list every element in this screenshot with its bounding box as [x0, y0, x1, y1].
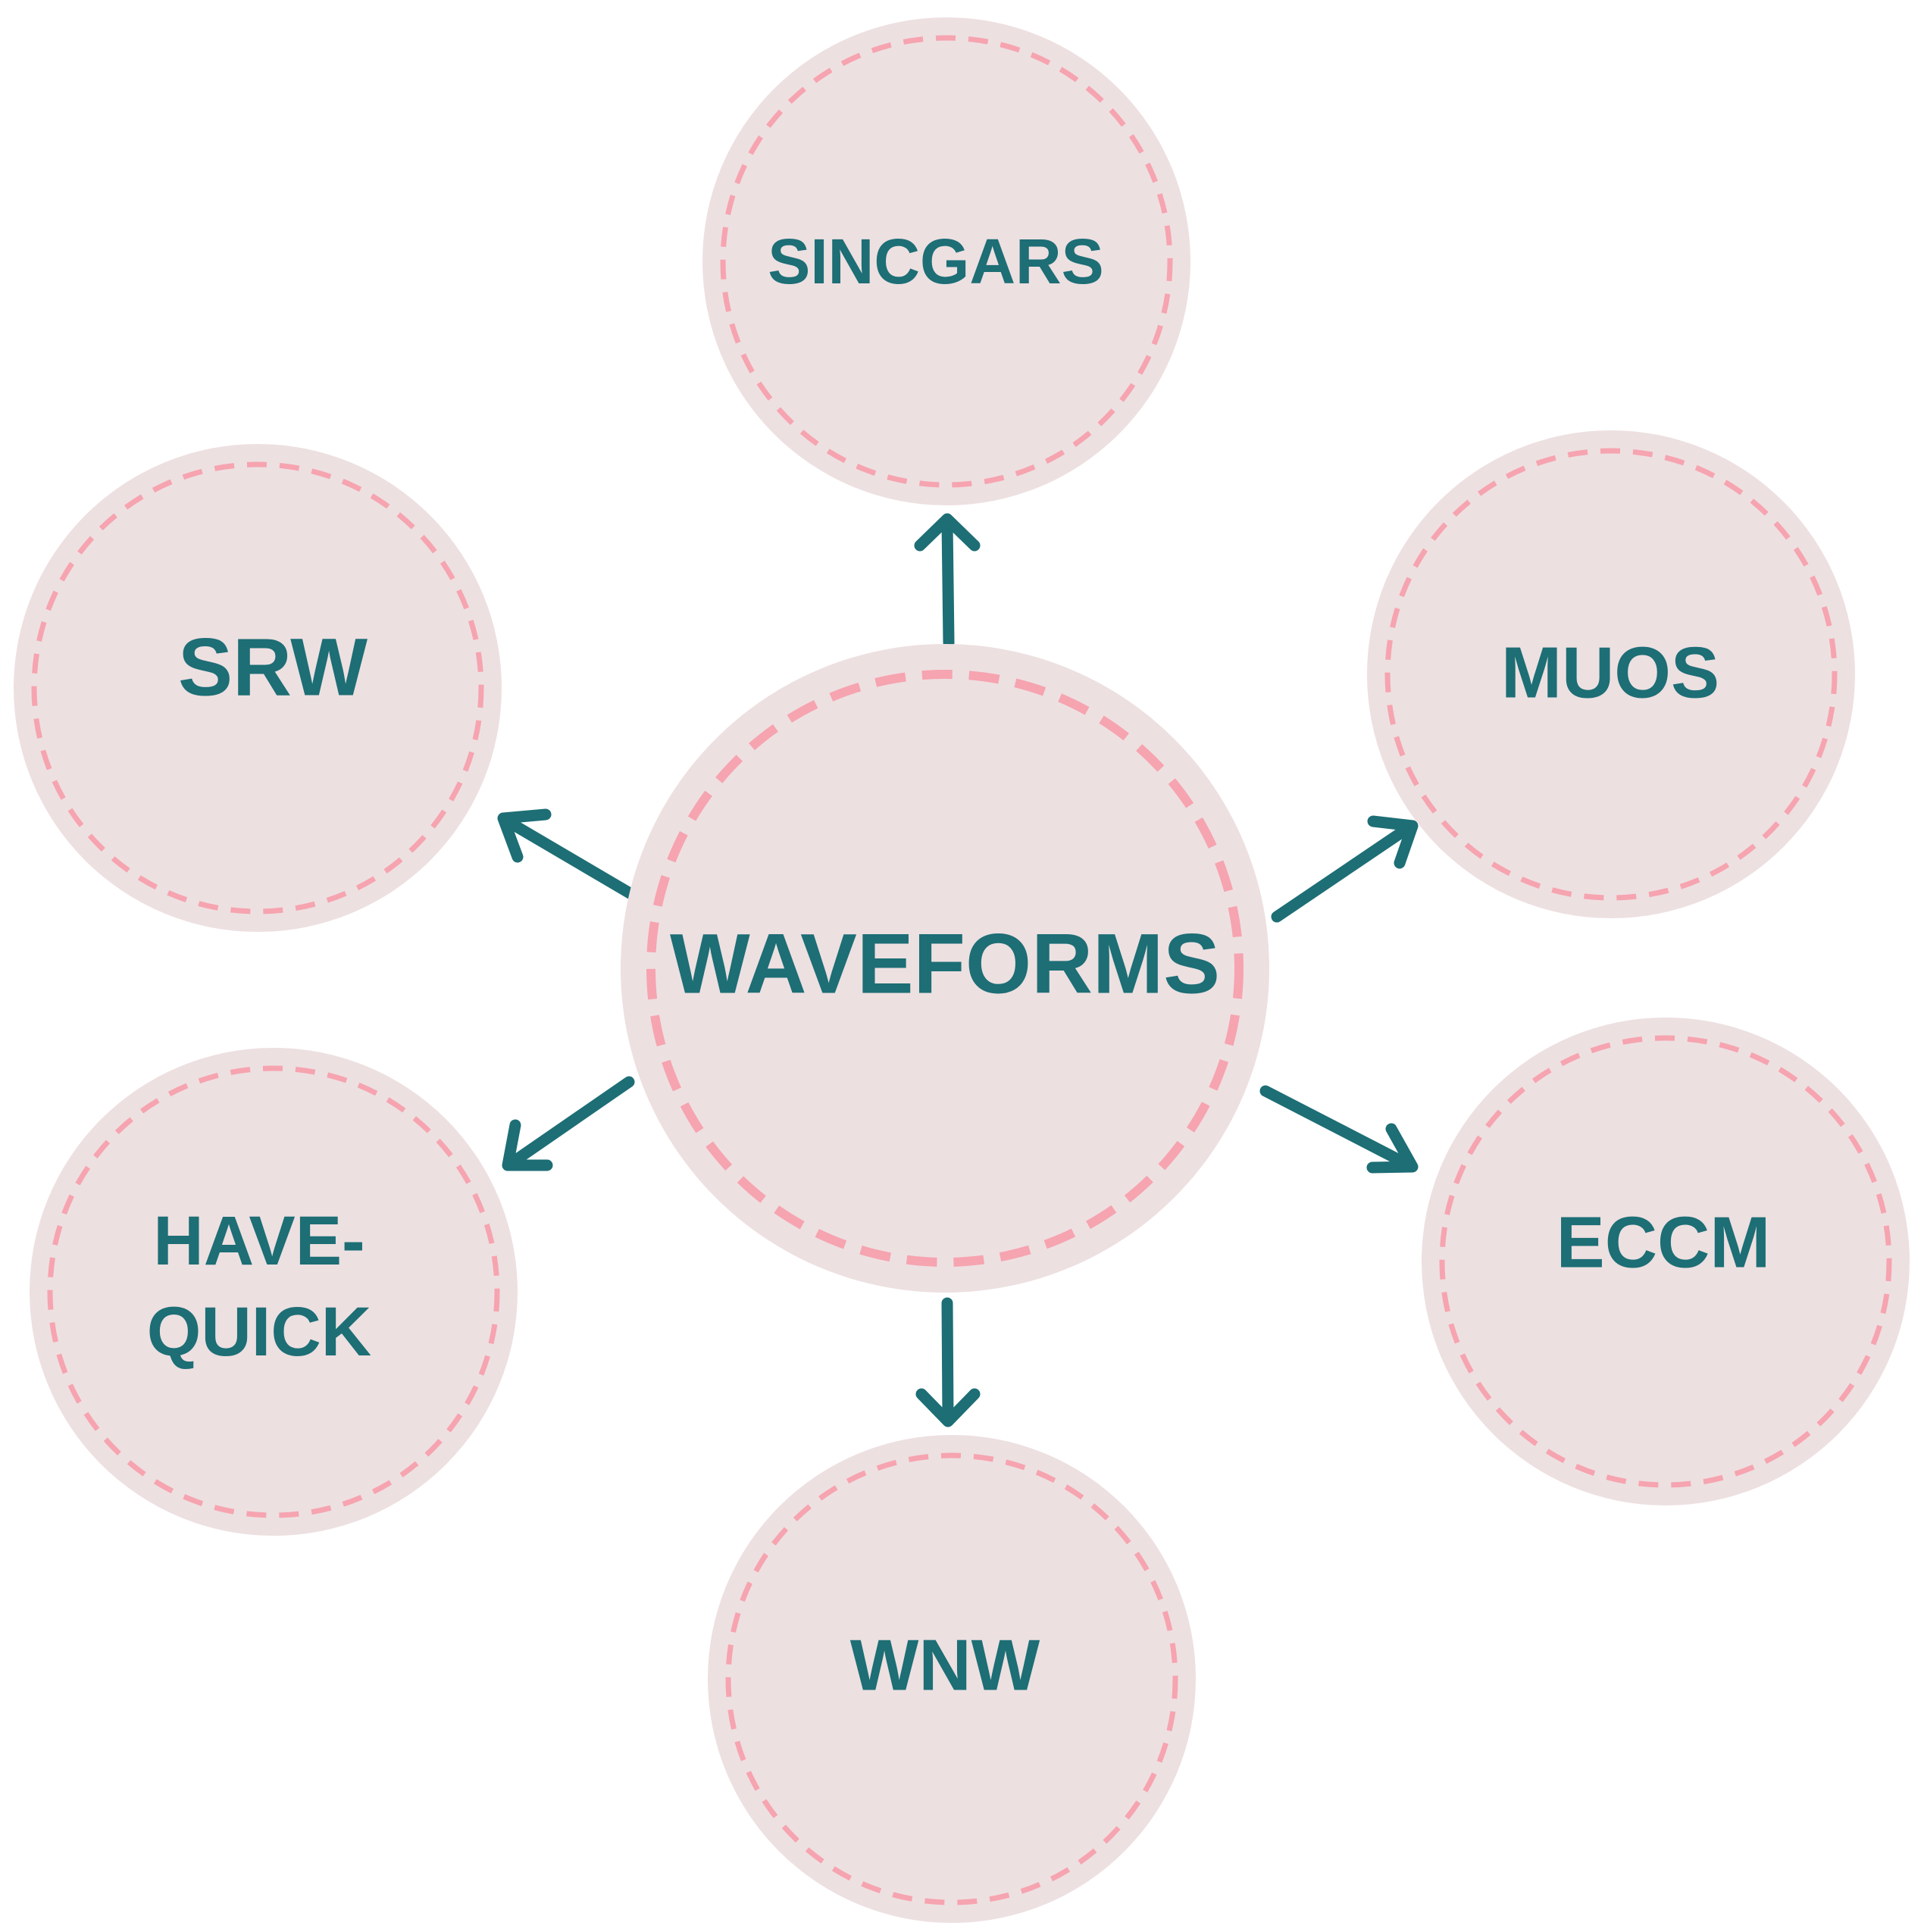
edge-center-to-srw — [497, 808, 637, 900]
node-wnw: WNW — [708, 1435, 1196, 1923]
center-label: WAVEFORMS — [670, 917, 1220, 1011]
node-eccm: ECCM — [1422, 1018, 1910, 1505]
node-srw: SRW — [14, 444, 502, 932]
node-muos-label: MUOS — [1501, 633, 1719, 714]
node-have-quick: HAVE- QUICK — [30, 1048, 518, 1536]
node-sincgars: SINCGARS — [702, 17, 1190, 505]
node-sincgars-label: SINCGARS — [768, 226, 1103, 297]
node-have-quick-label-line2: QUICK — [147, 1293, 371, 1371]
node-srw-label: SRW — [178, 621, 368, 713]
edge-center-to-wnw — [915, 1297, 981, 1427]
node-have-quick-label-line1: HAVE- — [153, 1202, 364, 1280]
edge-center-to-eccm — [1259, 1085, 1419, 1174]
edge-center-to-muos — [1271, 815, 1419, 923]
node-eccm-label: ECCM — [1556, 1202, 1771, 1283]
node-wnw-label: WNW — [850, 1625, 1040, 1706]
node-muos: MUOS — [1367, 430, 1855, 918]
node-center-waveforms: WAVEFORMS — [621, 644, 1269, 1293]
edge-center-to-sincgars — [914, 513, 981, 649]
edge-center-to-have-quick — [502, 1076, 635, 1171]
